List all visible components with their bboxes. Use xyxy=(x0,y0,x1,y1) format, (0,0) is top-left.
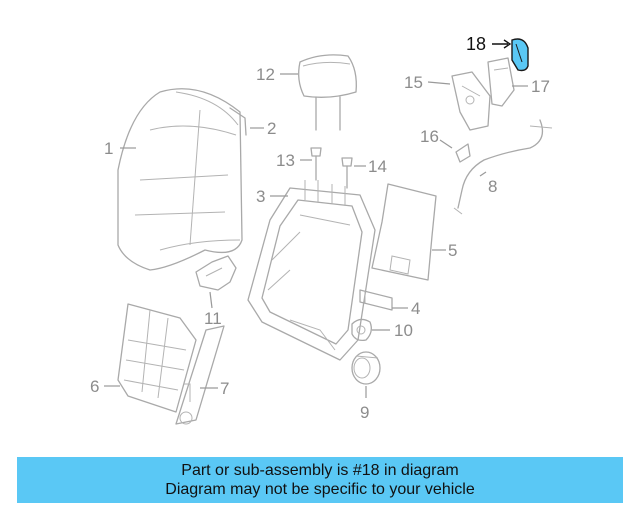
leader-lines xyxy=(104,39,528,398)
callout-14: 14 xyxy=(368,157,387,176)
part-14-headrest-guide xyxy=(341,157,353,189)
part-13-headrest-guide xyxy=(310,147,322,181)
part-4-rail xyxy=(359,289,393,311)
callout-9: 9 xyxy=(360,403,369,422)
callout-10: 10 xyxy=(394,321,413,340)
part-2-trim-edge xyxy=(229,107,247,136)
part-1-seatback-cushion xyxy=(117,88,243,271)
banner-line-1: Part or sub-assembly is #18 in diagram xyxy=(181,462,459,479)
callout-5: 5 xyxy=(448,241,457,260)
callout-15: 15 xyxy=(404,73,423,92)
callout-13: 13 xyxy=(276,151,295,170)
part-6-lumbar-support xyxy=(117,303,197,413)
part-8-cable xyxy=(453,119,553,215)
part-16-clip xyxy=(455,143,471,163)
part-7-mounting-plate xyxy=(175,325,225,425)
part-5-back-panel xyxy=(371,183,437,281)
callout-17: 17 xyxy=(531,77,550,96)
part-3-seatback-frame xyxy=(247,180,376,361)
callout-6: 6 xyxy=(90,377,99,396)
callout-1: 1 xyxy=(104,139,113,158)
part-10-adjuster-knob xyxy=(351,318,372,342)
callout-4: 4 xyxy=(411,299,420,318)
callout-18: 18 xyxy=(466,34,486,54)
part-15-trim-cover xyxy=(451,71,491,131)
part-18-highlighted xyxy=(511,38,529,72)
callout-16: 16 xyxy=(420,127,439,146)
callout-8: 8 xyxy=(488,177,497,196)
info-banner: Part or sub-assembly is #18 in diagram D… xyxy=(17,457,623,503)
callout-12: 12 xyxy=(256,65,275,84)
exploded-parts-diagram: 1 2 3 4 5 6 7 8 9 10 11 12 13 14 15 16 1… xyxy=(90,34,553,425)
part-12-headrest xyxy=(298,54,357,131)
callout-3: 3 xyxy=(256,187,265,206)
part-9-handwheel xyxy=(351,351,381,385)
part-11-bracket xyxy=(195,255,237,291)
banner-line-2: Diagram may not be specific to your vehi… xyxy=(165,481,475,498)
part-17-cover xyxy=(487,57,515,107)
callout-2: 2 xyxy=(267,119,276,138)
callout-7: 7 xyxy=(220,379,229,398)
callout-11: 11 xyxy=(204,309,222,328)
